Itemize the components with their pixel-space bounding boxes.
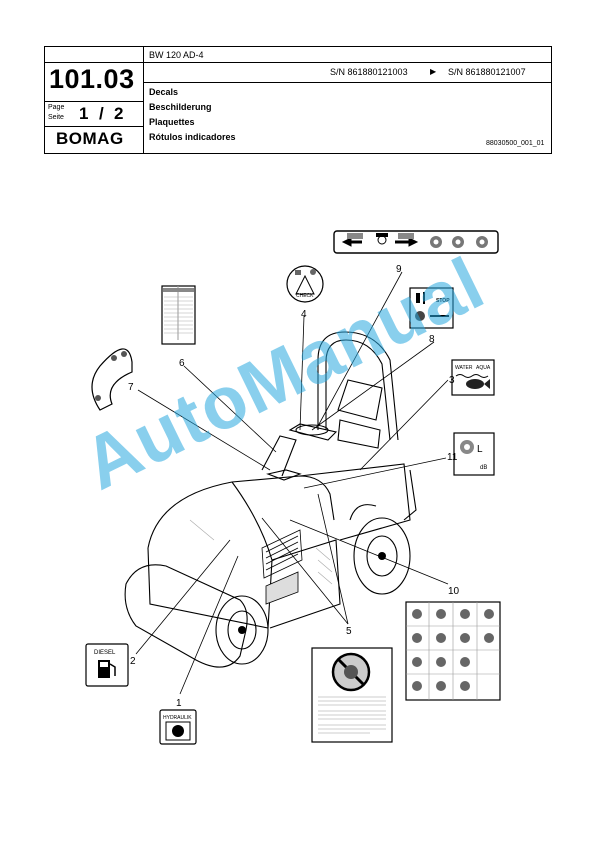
callout-5: 5 [346,626,352,637]
hydraulic-label: HYDRAULIK [163,715,192,721]
callout-11: 11 [447,452,458,463]
warning-decal [311,647,393,743]
table-decal [161,285,196,345]
serial-from: S/N 861880121003 [330,67,408,77]
callout-3: 3 [449,375,455,386]
callout-10: 10 [448,586,460,597]
noise-decal: L dB [453,432,495,476]
title-en: Decals [149,87,179,97]
callout-1: 1 [176,698,182,709]
title-fr: Plaquettes [149,117,195,127]
callout-4: 4 [301,309,307,320]
document-number: 88030500_001_01 [486,140,545,147]
hydraulic-decal: HYDRAULIK [159,709,197,745]
direction-decal [333,230,499,254]
callout-8: 8 [429,334,435,345]
stop-decal: STOP [409,287,454,329]
header-box: 101.03 Page Seite 1 / 2 BOMAG BW 120 AD-… [44,46,552,154]
page-current: 1 [79,104,89,123]
pictogram-grid-decal [405,601,501,701]
page-separator: / [99,104,104,123]
part-number: 101.03 [49,64,135,94]
check-decal: CHECK [286,265,324,303]
title-de: Beschilderung [149,102,212,112]
diesel-label: DIESEL [94,650,116,656]
serial-arrow: ▶ [430,67,437,76]
model-name: BW 120 AD-4 [149,50,204,60]
callout-2: 2 [130,656,136,667]
page-total: 2 [114,104,124,123]
water-label-en: WATER [455,365,473,371]
callout-6: 6 [179,358,185,369]
water-decal: WATER AQUA [451,359,495,396]
serial-to: S/N 861880121007 [448,67,526,77]
stop-label: STOP [436,298,450,304]
curved-decal [91,348,133,411]
callout-9: 9 [396,264,402,275]
check-label: CHECK [296,293,314,299]
title-list: Decals Beschilderung Plaquettes Rótulos … [149,85,236,145]
diesel-decal: DIESEL [85,643,129,687]
title-es: Rótulos indicadores [149,132,236,142]
noise-label: L [477,444,483,455]
page-label-en: Page [48,104,65,111]
leader-lines [135,271,449,695]
callout-numbers: 1 2 3 4 5 6 7 8 9 10 11 [128,264,460,709]
callout-7: 7 [128,382,134,393]
water-label-es: AQUA [476,365,491,371]
page-label-de: Seite [48,114,64,121]
db-label: dB [480,465,487,471]
bomag-logo: BOMAG [56,129,124,148]
